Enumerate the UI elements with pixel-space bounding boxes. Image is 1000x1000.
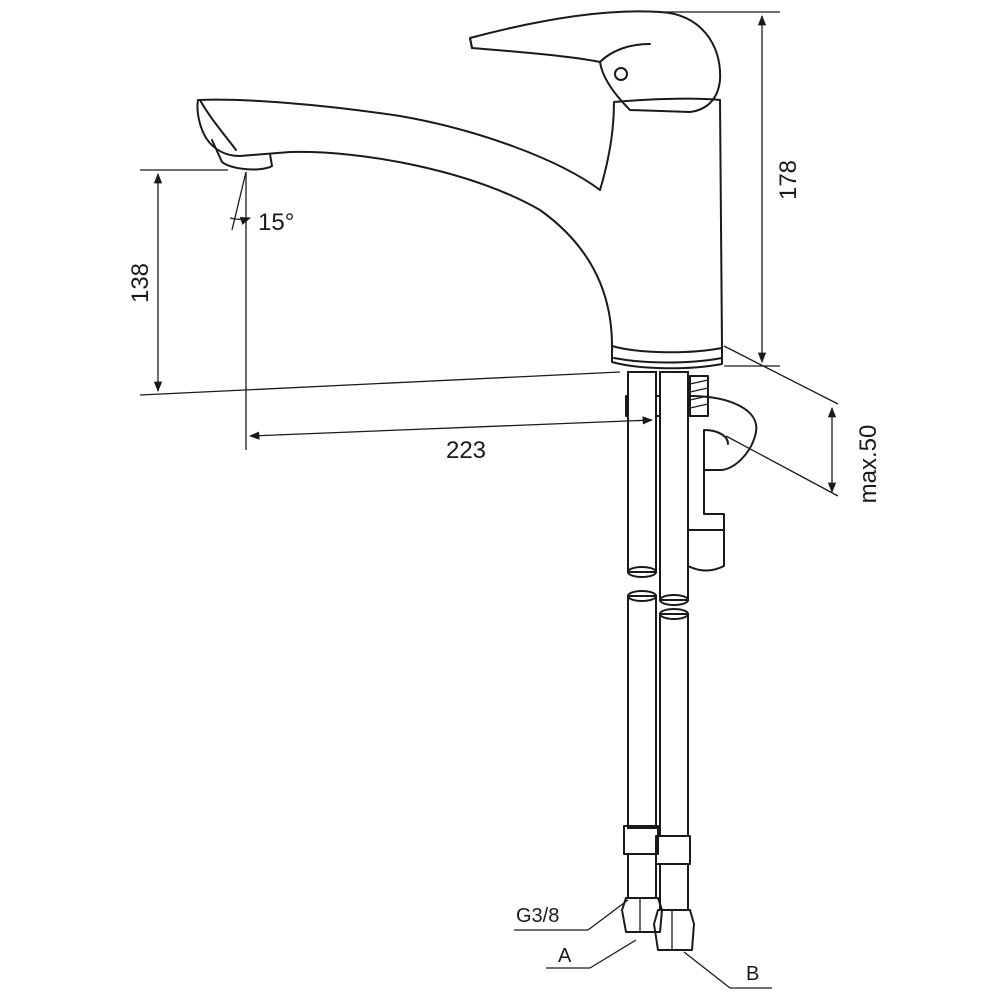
dimension-label-138: 138	[127, 263, 154, 303]
lever-handle	[469, 10, 722, 113]
dimension-total-height: 178	[664, 11, 802, 367]
dimension-spout-height: 138	[127, 169, 621, 396]
inlet-b-callout: B	[683, 951, 772, 989]
inlet-a-callout: A	[546, 939, 637, 969]
thread-callout: G3/8	[514, 899, 629, 931]
dimension-label-223: 223	[446, 437, 486, 464]
inlet-b-label: B	[746, 963, 759, 985]
supply-hose-b	[653, 371, 695, 951]
hose-break-marks	[627, 566, 689, 620]
dimension-label-178: 178	[775, 160, 802, 200]
dimension-label-max50: max.50	[855, 425, 882, 504]
angle-indicator: 15°	[229, 171, 294, 450]
thread-label: G3/8	[516, 905, 559, 927]
supply-hose-a	[621, 371, 663, 933]
inlet-a-label: A	[558, 945, 572, 967]
dimension-reach: 223	[248, 416, 654, 464]
dimension-mount-thickness: max.50	[723, 345, 882, 504]
angle-label: 15°	[258, 209, 294, 236]
faucet-body	[196, 97, 723, 370]
